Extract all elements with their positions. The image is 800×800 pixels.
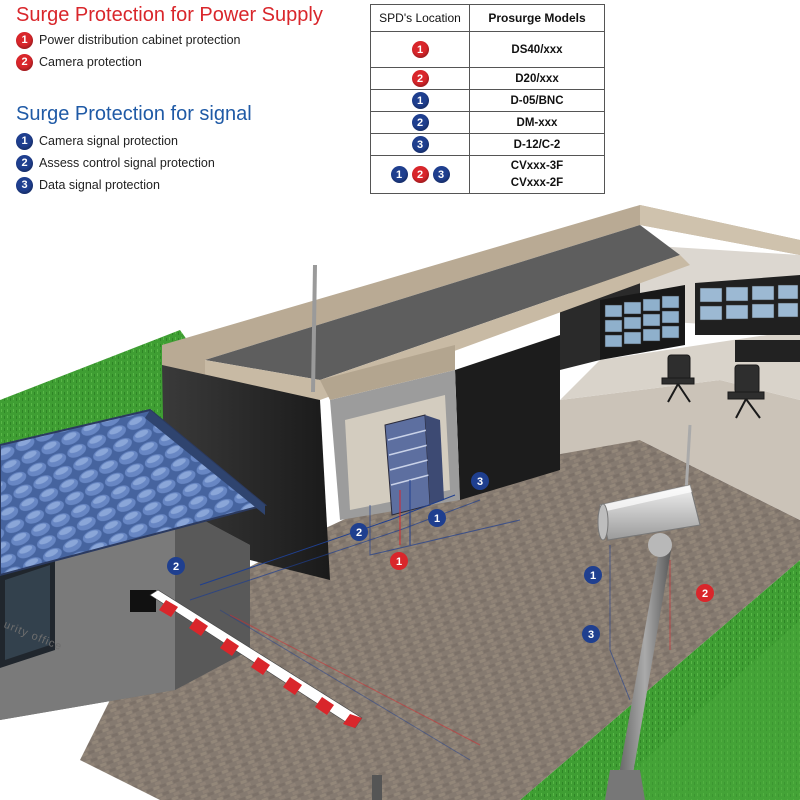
marker-cabinet-signal-3: 3 [471,472,489,490]
scene-markers: 1 1 2 3 2 1 3 2 [167,472,714,643]
signal-title: Surge Protection for signal [16,103,252,125]
badge-icon: 2 [411,70,429,87]
security-booth [0,408,268,720]
location-cell: 1 [370,89,470,112]
model-line: CVxxx-3F [510,159,564,172]
model-cell: CVxxx-3F CVxxx-2F [469,155,605,194]
badge-icon: 2 [411,114,429,131]
table-row: 2 DM-xxx [370,111,605,134]
marker-text: 3 [477,476,483,488]
badge-icon: 3 [432,166,450,183]
bollard [372,775,382,800]
marker-text: 2 [173,561,179,573]
signal-legend: 1 Camera signal protection 2 Assess contro… [16,130,215,196]
location-cell: 1 2 3 [370,155,470,194]
badge-icon: 2 [16,154,33,172]
office-chairs [661,354,765,419]
legend-label: Assess control signal protection [39,156,215,170]
model-cell: DS40/xxx [469,31,605,68]
power-legend-item: 2 Camera protection [16,51,241,73]
badge-icon: 2 [411,166,429,183]
badge-icon: 1 [390,166,408,183]
marker-cabinet-signal-1: 1 [428,509,446,527]
marker-pole-signal-1: 1 [584,566,602,584]
location-cell: 1 [370,31,470,68]
cctv-camera [597,484,701,541]
marker-cabinet-signal-2: 2 [350,523,368,541]
badge-icon: 1 [16,132,33,150]
marker-pole-power-2: 2 [696,584,714,602]
model-cell: D-12/C-2 [469,133,605,156]
marker-text: 3 [588,629,594,641]
badge-icon: 1 [411,92,429,109]
badge-icon: 1 [411,41,429,58]
barrier-gate [130,589,363,729]
signal-wires [189,480,671,761]
marker-text: 1 [590,570,596,582]
location-cell: 3 [370,133,470,156]
table-row: 1 D-05/BNC [370,89,605,112]
marker-text: 1 [396,556,402,568]
camera-pole [597,424,701,800]
table-header-row: SPD's Location Prosurge Models [370,4,605,32]
distribution-cabinet [384,414,444,516]
table-row: 2 D20/xxx [370,67,605,90]
marker-booth-signal-2: 2 [167,557,185,575]
model-cell: DM-xxx [469,111,605,134]
signal-legend-item: 2 Assess control signal protection [16,152,215,174]
badge-icon: 2 [16,53,33,71]
marker-text: 2 [702,588,708,600]
table-row: 1 DS40/xxx [370,31,605,68]
legend-label: Camera protection [39,55,142,69]
legend-label: Power distribution cabinet protection [39,33,241,47]
location-cell: 2 [370,67,470,90]
legend-label: Data signal protection [39,178,160,192]
signal-legend-item: 3 Data signal protection [16,174,215,196]
monitor-wall [600,275,800,362]
header-models: Prosurge Models [469,4,605,32]
badge-icon: 1 [16,31,33,49]
header-location: SPD's Location [370,4,470,32]
marker-text: 2 [356,527,362,539]
legend-label: Camera signal protection [39,134,178,148]
model-cell: D20/xxx [469,67,605,90]
table-row: 3 D-12/C-2 [370,133,605,156]
marker-pole-signal-3: 3 [582,625,600,643]
power-supply-title: Surge Protection for Power Supply [16,4,323,26]
lightning-rod-roof [311,264,317,393]
badge-icon: 3 [411,136,429,153]
location-cell: 2 [370,111,470,134]
power-legend-item: 1 Power distribution cabinet protection [16,29,241,51]
marker-text: 1 [434,513,440,525]
model-cell: D-05/BNC [469,89,605,112]
model-line: CVxxx-2F [510,176,564,189]
signal-legend-item: 1 Camera signal protection [16,130,215,152]
power-supply-legend: 1 Power distribution cabinet protection 2… [16,29,241,73]
table-row: 1 2 3 CVxxx-3F CVxxx-2F [370,155,605,194]
marker-cabinet-power: 1 [390,552,408,570]
spd-model-table: SPD's Location Prosurge Models 1 DS40/xx… [370,4,605,194]
badge-icon: 3 [16,176,33,194]
